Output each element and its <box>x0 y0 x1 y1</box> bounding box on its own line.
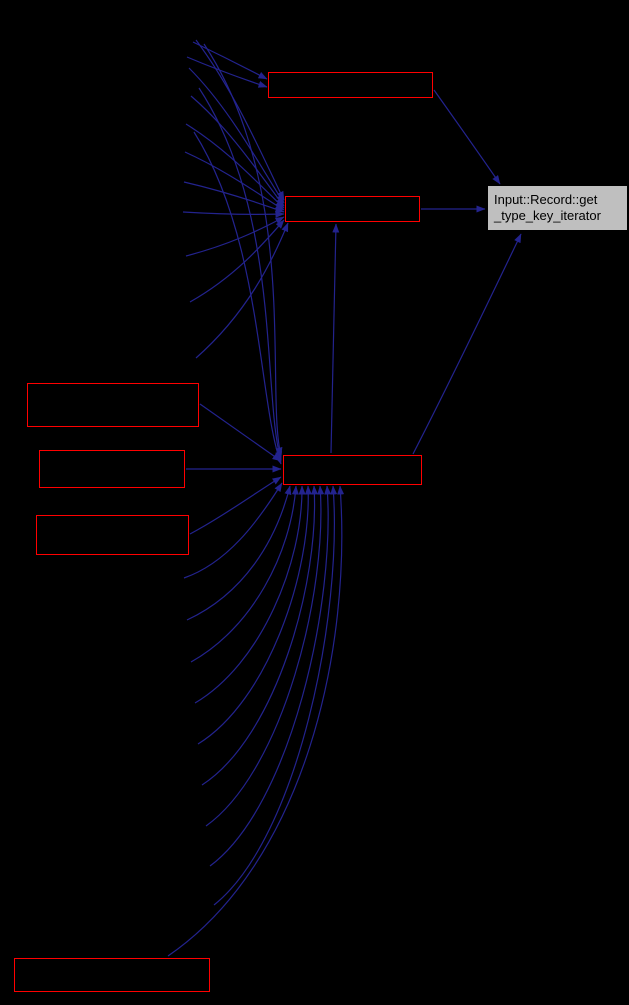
call-edge <box>167 485 345 957</box>
call-edge <box>201 485 319 786</box>
caller-node-left-3[interactable] <box>36 515 189 555</box>
call-edge <box>190 95 285 207</box>
call-edge <box>189 219 285 303</box>
call-edge <box>188 67 285 204</box>
call-edge <box>183 181 285 213</box>
caller-node-left-1[interactable] <box>27 383 199 427</box>
call-edge <box>195 39 285 201</box>
caller-node-left-2[interactable] <box>39 450 185 488</box>
call-edge <box>182 210 285 218</box>
call-edge <box>185 123 285 209</box>
call-edge <box>186 485 292 621</box>
call-edge <box>330 223 340 454</box>
call-edge <box>213 485 338 906</box>
call-edge <box>185 216 285 257</box>
call-edge <box>199 403 282 462</box>
call-edge <box>412 233 522 455</box>
caller-node-bottom[interactable] <box>14 958 210 992</box>
call-edge <box>433 89 501 185</box>
current-function-label-line1: Input::Record::get <box>494 192 598 207</box>
caller-node-upper-middle[interactable] <box>285 196 420 222</box>
call-edge <box>194 485 306 704</box>
call-edge <box>183 482 283 579</box>
current-function-node: Input::Record::get _type_key_iterator <box>487 185 628 231</box>
caller-node-top[interactable] <box>268 72 433 98</box>
call-edge <box>197 485 312 745</box>
call-edge <box>209 485 332 867</box>
call-edge <box>205 485 325 827</box>
call-edge <box>195 222 289 359</box>
current-function-label-line2: _type_key_iterator <box>494 208 601 223</box>
call-edge <box>203 43 283 457</box>
call-edge <box>193 131 282 465</box>
call-edge <box>186 56 268 88</box>
call-edge <box>190 485 299 663</box>
call-edge <box>198 87 282 461</box>
caller-node-center[interactable] <box>283 455 422 485</box>
call-edge <box>189 476 282 535</box>
